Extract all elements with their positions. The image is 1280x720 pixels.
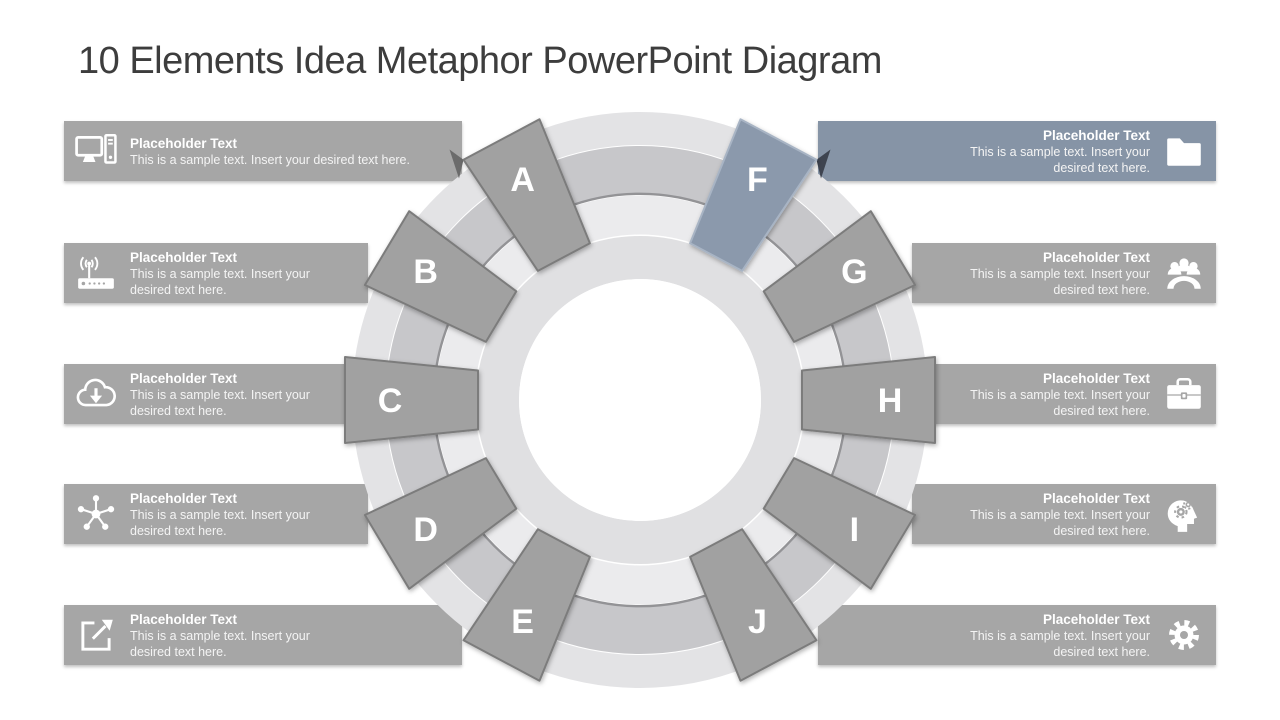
computer-icon (74, 129, 118, 173)
tab-letter-j: J (748, 603, 767, 641)
tab-a[interactable] (462, 118, 591, 272)
tab-e[interactable] (462, 528, 591, 682)
tab-letter-b: B (413, 253, 438, 291)
item-bar-e[interactable]: Placeholder Text This is a sample text. … (64, 605, 462, 665)
item-body: This is a sample text. Insert your desir… (970, 628, 1150, 659)
tab-letter-e: E (511, 603, 534, 641)
tab-letter-a: A (510, 161, 535, 199)
item-bar-f[interactable]: Placeholder Text This is a sample text. … (818, 121, 1216, 181)
ring-center (519, 279, 761, 521)
cloud-download-icon (74, 372, 118, 416)
item-body: This is a sample text. Insert your desir… (970, 266, 1150, 297)
tab-g[interactable] (762, 210, 917, 343)
item-heading: Placeholder Text (1042, 611, 1150, 627)
ring-band-third (435, 195, 845, 605)
tab-i[interactable] (762, 457, 917, 590)
item-bar-i[interactable]: Placeholder Text This is a sample text. … (912, 484, 1216, 544)
item-bar-d[interactable]: Placeholder Text This is a sample text. … (64, 484, 368, 544)
item-body: This is a sample text. Insert your desir… (130, 628, 310, 659)
tab-letter-f: F (747, 161, 768, 199)
item-body: This is a sample text. Insert your desir… (130, 387, 310, 418)
item-body: This is a sample text. Insert your desir… (130, 507, 310, 538)
tab-letter-h: H (878, 382, 903, 420)
item-bar-b[interactable]: Placeholder Text This is a sample text. … (64, 243, 368, 303)
ring-dark-line (432, 192, 848, 608)
tab-letter-i: I (850, 511, 859, 549)
tab-letter-d: D (413, 511, 438, 549)
item-heading: Placeholder Text (130, 490, 238, 506)
item-body: This is a sample text. Insert your desir… (970, 387, 1150, 418)
head-gears-icon (1162, 492, 1206, 536)
item-heading: Placeholder Text (1042, 127, 1150, 143)
item-heading: Placeholder Text (130, 135, 238, 151)
ring-band-second (386, 146, 894, 654)
item-body: This is a sample text. Insert your desir… (130, 152, 410, 167)
wireless-router-icon (74, 251, 118, 295)
item-heading: Placeholder Text (130, 611, 238, 627)
item-heading: Placeholder Text (1042, 490, 1150, 506)
meeting-people-icon (1162, 251, 1206, 295)
tab-f[interactable] (689, 118, 818, 272)
tab-b[interactable] (363, 210, 518, 343)
item-heading: Placeholder Text (1042, 249, 1150, 265)
share-export-icon (74, 613, 118, 657)
item-bar-j[interactable]: Placeholder Text This is a sample text. … (818, 605, 1216, 665)
item-heading: Placeholder Text (1042, 370, 1150, 386)
folder-icon (1162, 129, 1206, 173)
item-body: This is a sample text. Insert your desir… (970, 507, 1150, 538)
briefcase-icon (1162, 372, 1206, 416)
tab-c[interactable] (344, 356, 479, 444)
ring-band-outer (352, 112, 928, 688)
item-body: This is a sample text. Insert your desir… (970, 144, 1150, 175)
item-bar-g[interactable]: Placeholder Text This is a sample text. … (912, 243, 1216, 303)
item-bar-a[interactable]: Placeholder Text This is a sample text. … (64, 121, 462, 181)
slide-title: 10 Elements Idea Metaphor PowerPoint Dia… (78, 40, 882, 82)
tab-d[interactable] (363, 457, 518, 590)
ring-band-inner (476, 236, 804, 564)
tab-h[interactable] (801, 356, 936, 444)
gear-icon (1162, 613, 1206, 657)
item-bar-h[interactable]: Placeholder Text This is a sample text. … (933, 364, 1216, 424)
tab-letter-g: G (841, 253, 867, 291)
tab-j[interactable] (689, 528, 818, 682)
network-hub-icon (74, 492, 118, 536)
item-bar-c[interactable]: Placeholder Text This is a sample text. … (64, 364, 347, 424)
item-body: This is a sample text. Insert your desir… (130, 266, 310, 297)
item-heading: Placeholder Text (130, 249, 238, 265)
item-heading: Placeholder Text (130, 370, 238, 386)
tab-letter-c: C (378, 382, 403, 420)
